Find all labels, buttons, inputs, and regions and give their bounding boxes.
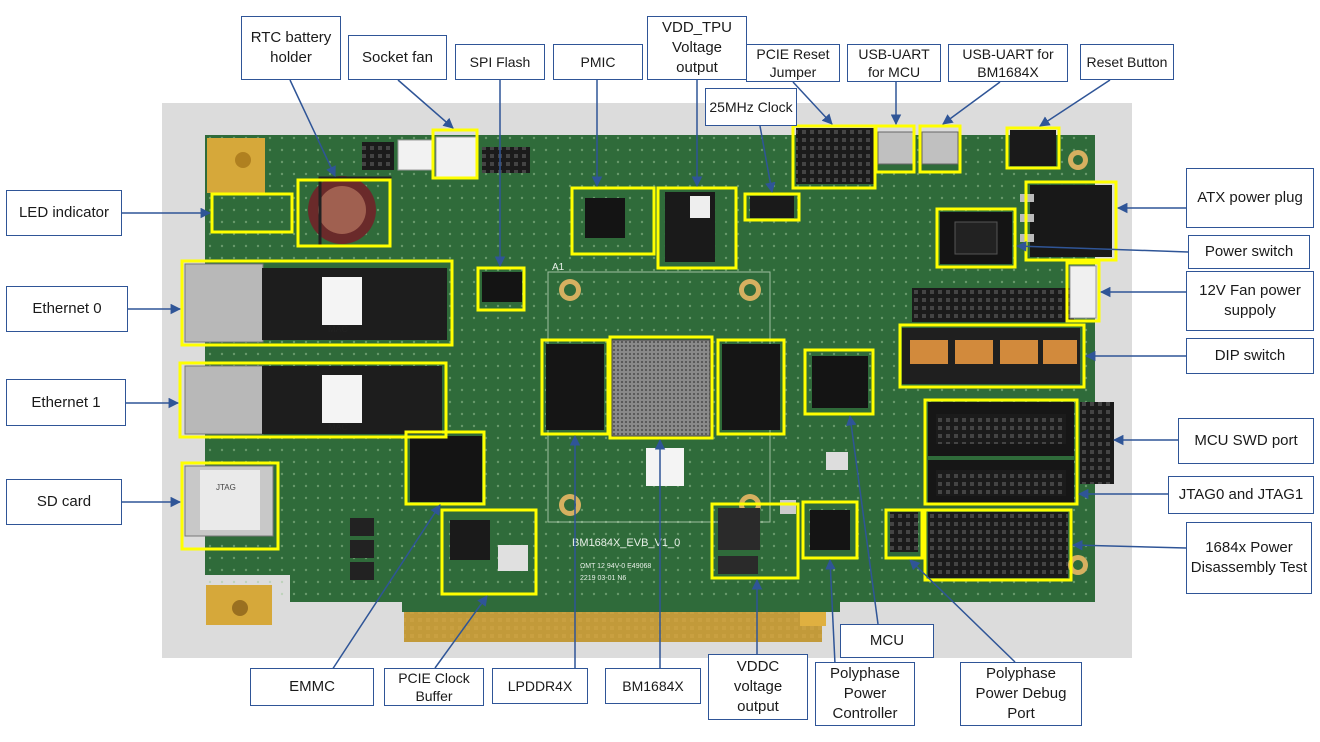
label-bm1684x: BM1684X [605,668,701,704]
highlight-boxes [178,124,1118,596]
label-ethernet-1: Ethernet 1 [6,379,126,426]
label-atx-power-plug: ATX power plug [1186,168,1314,228]
label-vddc-voltage-output: VDDC voltage output [708,654,808,720]
arrow-clock [759,125,776,194]
label-pmic: PMIC [553,44,643,80]
label-emmc: EMMC [250,668,374,706]
arrow-pcie-clk [434,595,488,669]
arrow-uart-bm [942,81,1001,125]
label-socket-fan: Socket fan [348,35,447,80]
highlight-dip [898,323,1086,389]
arrow-emmc [331,504,441,671]
label-led-indicator: LED indicator [6,190,122,236]
label-spi-flash: SPI Flash [455,44,545,80]
label-usb-uart-mcu: USB-UART for MCU [847,44,941,82]
label-power-switch: Power switch [1188,235,1310,269]
label-25mhz-clock: 25MHz Clock [705,88,797,126]
label-reset-button: Reset Button [1080,44,1174,80]
arrow-pp-debug [909,559,1016,663]
highlight-pp-controller [801,500,859,560]
label-rtc-battery-holder: RTC battery holder [241,16,341,80]
highlight-uart-bm [918,124,962,174]
mounting-pad [207,138,265,193]
label-jtag0-jtag1: JTAG0 and JTAG1 [1168,476,1314,514]
silkscreen-cert: ΩMT 12 94V-0 E49068 [580,563,651,570]
highlight-socket-fan [431,128,479,180]
pcb [184,128,1114,642]
label-mcu-swd-port: MCU SWD port [1178,418,1314,464]
label-mcu: MCU [840,624,934,658]
highlight-vddc [710,502,800,580]
label-polyphase-power-debug-port: Polyphase Power Debug Port [960,662,1082,726]
label-polyphase-power-controller: Polyphase Power Controller [815,662,915,726]
label-lpddr4x: LPDDR4X [492,668,588,704]
highlight-eth0 [180,259,454,347]
highlight-pp-debug [884,508,924,560]
highlight-uart-mcu [874,124,916,174]
label-1684x-power-disassembly-test: 1684x Power Disassembly Test [1186,522,1312,594]
arrow-pcie-reset [792,81,833,125]
silkscreen-mac-0: MAC [328,324,349,334]
highlight-power-switch [935,207,1017,269]
label-dip-switch: DIP switch [1186,338,1314,374]
highlight-spi-flash [476,266,526,312]
label-usb-uart-bm1684x: USB-UART for BM1684X [948,44,1068,82]
arrow-mcu [846,414,879,625]
arrows [122,79,1189,671]
highlight-pmic [570,186,656,256]
arrow-power-test [1071,540,1187,551]
highlight-pcie-clk [440,508,538,596]
label-sd-card: SD card [6,479,122,525]
silkscreen-model: BM1684X_EVB_V1_0 [572,537,680,549]
highlight-lpddr-left [540,338,610,436]
highlight-rtc [296,178,392,248]
highlight-vdd-tpu [656,186,738,270]
arrow-rtc [289,79,336,177]
label-ethernet-0: Ethernet 0 [6,286,128,332]
highlight-lpddr-right [716,338,786,436]
label-pcie-clock-buffer: PCIE Clock Buffer [384,668,484,706]
highlight-atx [1024,180,1118,262]
highlight-sd [180,461,280,551]
highlight-power-test [923,508,1073,582]
silkscreen-date: 2219 03-01 N6 [580,575,626,582]
highlight-eth1 [178,361,448,439]
label-vdd-tpu-voltage-output: VDD_TPU Voltage output [647,16,747,80]
highlight-clock [743,192,801,222]
label-12v-fan-power: 12V Fan power suppoly [1186,271,1314,331]
highlight-mcu [803,348,875,416]
highlight-led [210,192,294,234]
highlight-emmc [404,430,486,506]
arrow-power-switch [1015,241,1189,253]
arrow-reset [1039,79,1111,127]
arrow-pp-controller [825,558,836,665]
highlight-fan12v [1065,261,1101,323]
label-pcie-reset-jumper: PCIE Reset Jumper [746,44,840,82]
highlight-bm1684x [608,335,714,440]
arrow-socket-fan [397,79,454,129]
highlight-reset [1005,126,1061,170]
silkscreen-jtag: JTAG [216,483,236,492]
silkscreen-mac-1: MAC [328,422,349,432]
highlight-jtag [923,398,1079,506]
silkscreen-a1: A1 [552,262,565,273]
